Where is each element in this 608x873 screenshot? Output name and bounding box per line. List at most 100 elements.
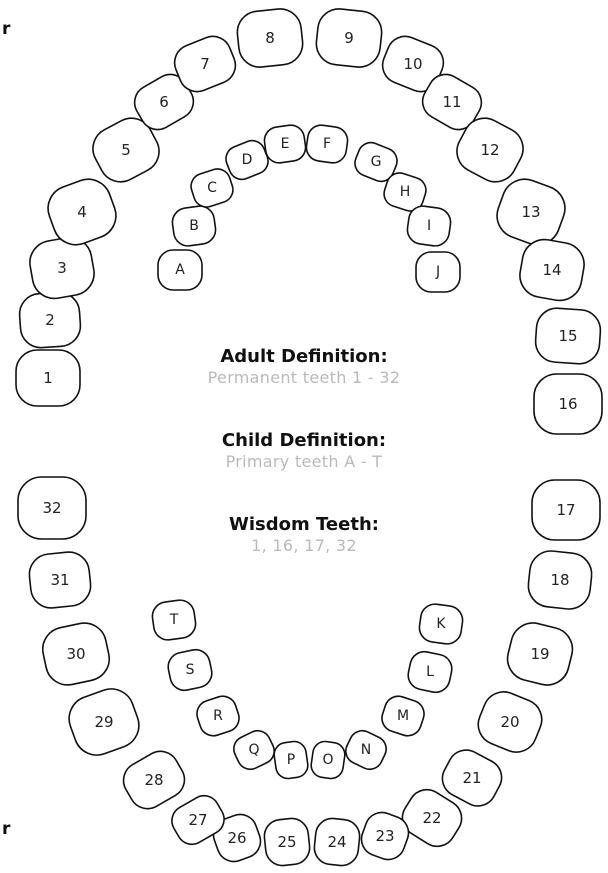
edge-label-bottom: r [2,819,11,839]
adult-tooth-30: 30 [39,619,114,689]
adult-tooth-1: 1 [16,350,80,406]
primary-tooth-M-label: M [397,708,409,724]
adult-tooth-17-label: 17 [556,501,575,519]
adult-tooth-7-label: 7 [200,55,210,73]
edge-label-top: r [2,19,11,39]
adult-tooth-25-label: 25 [277,833,296,851]
adult-tooth-14: 14 [516,236,587,304]
adult-tooth-13: 13 [491,173,572,251]
primary-tooth-B-label: B [189,218,199,234]
adult-definition-text: Permanent teeth 1 - 32 [174,368,434,388]
adult-tooth-24: 24 [313,817,362,867]
adult-tooth-18-label: 18 [550,571,569,589]
adult-tooth-3-label: 3 [57,259,67,277]
adult-tooth-17: 17 [532,480,600,540]
primary-tooth-O: O [310,740,347,780]
adult-tooth-16-label: 16 [558,395,577,413]
primary-tooth-S-label: S [186,662,195,678]
adult-tooth-30-label: 30 [66,645,85,663]
adult-tooth-8: 8 [235,7,305,69]
adult-tooth-29: 29 [63,683,146,762]
primary-tooth-P: P [273,740,310,780]
adult-tooth-15: 15 [534,307,602,365]
adult-tooth-22-label: 22 [422,809,441,827]
primary-tooth-L: L [406,649,455,695]
primary-tooth-M: M [378,693,427,740]
adult-tooth-14-label: 14 [542,261,561,279]
primary-tooth-J: J [416,252,460,292]
adult-tooth-19-label: 19 [530,645,549,663]
primary-tooth-N-label: N [361,742,371,758]
adult-tooth-9-label: 9 [344,29,354,47]
primary-tooth-T-label: T [169,612,179,628]
primary-tooth-P-label: P [287,752,295,768]
adult-tooth-32-label: 32 [42,499,61,517]
adult-definition: Adult Definition: Permanent teeth 1 - 32 [174,346,434,388]
primary-tooth-F: F [305,123,350,164]
adult-tooth-3: 3 [26,234,97,302]
adult-tooth-2: 2 [18,291,82,349]
adult-tooth-31: 31 [27,550,92,610]
primary-tooth-N: N [341,726,390,773]
adult-tooth-32: 32 [18,477,86,539]
adult-tooth-4-label: 4 [77,203,87,221]
adult-tooth-25: 25 [263,817,312,867]
wisdom-definition-title: Wisdom Teeth: [174,514,434,536]
adult-tooth-27-label: 27 [188,811,207,829]
primary-tooth-A-label: A [175,262,185,278]
primary-tooth-E-label: E [281,136,290,152]
primary-tooth-R-label: R [213,708,223,724]
adult-tooth-10-label: 10 [403,55,422,73]
adult-tooth-20: 20 [472,686,548,759]
adult-tooth-1-label: 1 [43,369,53,387]
adult-tooth-26-label: 26 [227,829,246,847]
primary-tooth-C: C [188,166,237,211]
primary-tooth-G-label: G [371,154,382,170]
adult-tooth-20-label: 20 [500,713,519,731]
adult-tooth-24-label: 24 [327,833,346,851]
adult-tooth-21-label: 21 [462,769,481,787]
adult-tooth-23-label: 23 [375,827,394,845]
primary-tooth-H-label: H [400,184,411,200]
primary-tooth-K-label: K [436,616,446,632]
adult-tooth-8-label: 8 [265,29,275,47]
adult-tooth-28-label: 28 [144,771,163,789]
primary-tooth-E: E [263,123,308,164]
adult-tooth-13-label: 13 [521,203,540,221]
child-definition-title: Child Definition: [174,430,434,452]
adult-tooth-19: 19 [503,618,577,689]
adult-tooth-18: 18 [526,549,594,611]
primary-tooth-L-label: L [426,664,434,680]
adult-tooth-28: 28 [117,745,191,816]
adult-tooth-6-label: 6 [159,93,169,111]
wisdom-definition: Wisdom Teeth: 1, 16, 17, 32 [174,514,434,556]
adult-definition-title: Adult Definition: [174,346,434,368]
primary-tooth-Q-label: Q [248,742,259,758]
wisdom-definition-text: 1, 16, 17, 32 [174,536,434,556]
primary-tooth-B: B [171,204,218,247]
child-definition-text: Primary teeth A - T [174,452,434,472]
adult-tooth-15-label: 15 [558,327,577,345]
primary-tooth-D-label: D [242,152,253,168]
primary-tooth-I: I [406,204,453,247]
primary-tooth-T: T [151,598,198,641]
adult-tooth-11-label: 11 [442,93,461,111]
adult-tooth-31-label: 31 [50,571,69,589]
adult-tooth-29-label: 29 [94,713,113,731]
primary-tooth-Q: Q [229,726,278,773]
primary-tooth-I-label: I [427,218,431,234]
adult-tooth-5-label: 5 [121,141,131,159]
adult-tooth-2-label: 2 [45,311,55,329]
primary-tooth-J-label: J [435,264,440,280]
primary-tooth-R: R [193,693,242,740]
adult-tooth-9: 9 [314,7,384,69]
primary-tooth-C-label: C [207,180,217,196]
child-definition: Child Definition: Primary teeth A - T [174,430,434,472]
primary-tooth-A: A [158,250,202,290]
primary-tooth-F-label: F [323,136,331,152]
primary-tooth-K: K [418,602,465,645]
primary-tooth-O-label: O [322,752,333,768]
primary-tooth-S: S [166,647,215,693]
adult-tooth-12-label: 12 [480,141,499,159]
adult-tooth-16: 16 [534,374,602,434]
